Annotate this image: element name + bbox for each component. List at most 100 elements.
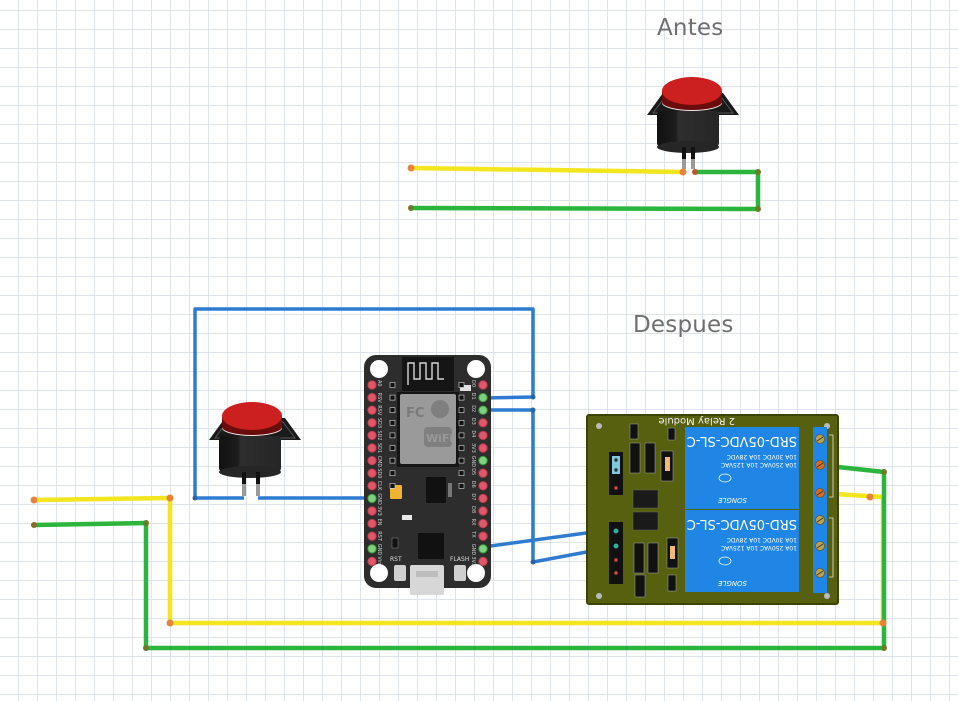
pin-right-rx[interactable] (478, 518, 488, 529)
pin-label: 3V3 (470, 556, 476, 566)
pin-left-vin[interactable] (367, 556, 377, 567)
wire-yellow-before[interactable] (408, 165, 686, 175)
wire-joint (881, 645, 887, 651)
pin-right-tx[interactable] (478, 531, 488, 541)
relay-module[interactable]: 2 Relay Module SRD-05VDC-SL-C 10A 30VDC … (586, 414, 839, 605)
pin-left-sd2[interactable] (367, 430, 377, 441)
pin-vcc[interactable] (614, 571, 618, 575)
jumper[interactable] (612, 456, 620, 474)
relay-k2: SRD-05VDC-SL-C 10A 30VDC 10A 28VDC 10A 2… (685, 510, 799, 592)
pin-left-3v3[interactable] (367, 506, 377, 516)
wire-green-mains[interactable] (33, 462, 887, 651)
pin-left-sd3[interactable] (367, 418, 377, 428)
relay-rating: 10A 250VAC 10A 125VAC (721, 461, 797, 468)
pin-left-rsv[interactable] (367, 392, 377, 403)
svg-text:SONGLE: SONGLE (717, 579, 747, 587)
pin-right-d1[interactable] (478, 392, 488, 403)
pin-label: Vin (376, 556, 382, 564)
rst-label: RST (390, 556, 402, 563)
wire-end (692, 169, 698, 175)
button-cap (662, 77, 722, 105)
relay-rating: 10A 30VDC 10A 28VDC (727, 453, 797, 460)
pin-left-rst[interactable] (367, 531, 377, 541)
relay-brand: SONGLE (717, 496, 747, 504)
relay-model: SRD-05VDC-SL-C (687, 433, 797, 448)
pin-label: D0 (470, 380, 476, 387)
mounting-hole (370, 360, 388, 378)
pin-left-gnd[interactable] (367, 493, 377, 504)
nodemcu-board[interactable]: FC WiFi RST FLASH A0RSVRSVSD3SD2SD1CMDSD… (364, 355, 491, 595)
pin-right-gnd[interactable] (478, 544, 488, 554)
pin-label: TX (470, 530, 476, 538)
regulator (426, 477, 446, 503)
svg-text:10A 30VDC 10A 28VDC: 10A 30VDC 10A 28VDC (727, 536, 797, 543)
pin-right-d3[interactable] (478, 418, 488, 428)
wire-joint (879, 619, 887, 627)
wire-joint (881, 469, 887, 475)
pin-label: SD1 (376, 443, 382, 453)
pin-gnd[interactable] (613, 528, 619, 534)
pin-left-gnd[interactable] (367, 544, 377, 554)
optocoupler (632, 489, 659, 509)
pin-label: GND (376, 544, 382, 556)
pin-right-d2[interactable] (478, 405, 488, 415)
wire-end (30, 496, 38, 504)
pin-in2[interactable] (614, 558, 618, 562)
pin-right-3v3[interactable] (478, 556, 488, 567)
pin-left-en[interactable] (367, 518, 377, 529)
relay-k1: SRD-05VDC-SL-C 10A 30VDC 10A 28VDC 10A 2… (685, 427, 799, 509)
pin-label: SD2 (376, 430, 382, 440)
pin-left-sd1[interactable] (367, 443, 377, 453)
pin-label: A0 (376, 380, 382, 387)
pin-label: RSV (376, 393, 382, 404)
terminal-block (813, 427, 827, 593)
pin-right-d8[interactable] (478, 506, 488, 516)
fc-logo: FC (406, 406, 424, 421)
pin-left-sd0[interactable] (367, 468, 377, 478)
wire-green-before-a[interactable] (410, 169, 761, 212)
svg-text:SRD-05VDC-SL-C: SRD-05VDC-SL-C (687, 516, 797, 531)
pin-left-clk[interactable] (367, 481, 377, 491)
pin-right-d7[interactable] (478, 493, 488, 504)
pin-label: D4 (470, 430, 476, 437)
pushbutton-before[interactable] (647, 77, 739, 169)
pin-in1[interactable] (613, 543, 619, 549)
wire-end (679, 168, 687, 176)
pin-right-d5[interactable] (478, 468, 488, 478)
mounting-hole (370, 564, 388, 582)
pin-label: EN (376, 519, 382, 526)
antenna-trace (407, 362, 444, 385)
pin-label: CLK (376, 481, 382, 491)
rst-button[interactable] (394, 565, 406, 581)
flash-button[interactable] (454, 565, 466, 581)
wire-blue-d2-in1[interactable] (483, 408, 609, 564)
pin-left-rsv[interactable] (367, 405, 377, 415)
before-circuit (407, 77, 761, 212)
pin-left-cmd[interactable] (367, 455, 377, 466)
pin-left-a0[interactable] (367, 380, 377, 390)
pin-right-d4[interactable] (478, 430, 488, 441)
pin-label: RST (376, 531, 382, 542)
pin-right-3v3[interactable] (478, 443, 488, 453)
wire-blue-button-loop[interactable] (193, 307, 535, 500)
relay-module-title: 2 Relay Module (658, 415, 735, 426)
pin-label: RX (470, 519, 476, 526)
usb-chip (418, 533, 444, 559)
wire-joint (866, 493, 874, 501)
pin-right-gnd[interactable] (478, 455, 488, 466)
flash-label: FLASH (450, 556, 469, 563)
pin-label: CMD (376, 456, 382, 468)
pin-label: D2 (470, 405, 476, 412)
terminal-bracket (829, 434, 834, 498)
input-header (609, 522, 623, 584)
micro-usb-port[interactable] (410, 565, 444, 595)
wire-joint (166, 494, 174, 502)
wire-joint (192, 495, 198, 501)
pushbutton-after[interactable] (209, 402, 301, 496)
pin-label: 3V3 (376, 506, 382, 516)
pin-right-d6[interactable] (478, 481, 488, 491)
pin-label: 3V3 (470, 443, 476, 453)
wifi-logo: WiFi (426, 432, 453, 445)
pin-right-d0[interactable] (478, 380, 488, 390)
